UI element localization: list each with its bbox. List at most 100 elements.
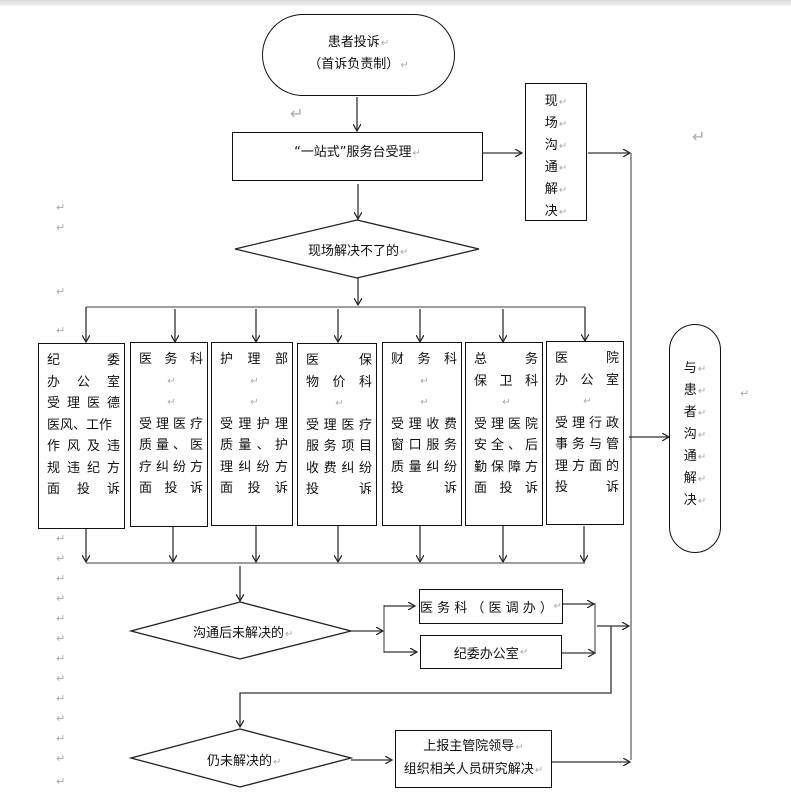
paragraph-mark: ↵	[290, 104, 304, 123]
dept-body-row: ↵	[502, 397, 511, 408]
onsite-char: 通↵	[544, 160, 568, 175]
dept-title-row: 医保	[306, 353, 372, 368]
dept-body-row: 理方面的	[555, 458, 619, 474]
reception-desk-node: “一站式”服务台受理↵	[232, 132, 483, 181]
end-char: 沟↵	[683, 427, 707, 442]
escalate-line2: 组织相关人员研究解决	[403, 762, 534, 777]
dept-body-row: 事务与管	[555, 437, 619, 452]
paragraph-mark: ↵	[56, 592, 66, 605]
discipline-office-node: 纪委办公室↵	[420, 635, 562, 669]
dept-title-row: 办公室	[47, 374, 120, 390]
dept-body-row: 医风、工作	[47, 417, 113, 433]
onsite-char: 决↵	[544, 204, 568, 219]
medical-office-label: 医 务 科 （ 医 调 办 ）	[420, 601, 553, 616]
dept-node-medical-affairs: 医务科 ↵ ↵ 受理医疗质量、医疗纠纷方面投诉	[130, 342, 208, 527]
paragraph-mark: ↵	[56, 712, 66, 725]
dept-node-hospital-office: 医院办公室 ↵ 受理行政事务与管理方面的投诉	[546, 341, 624, 525]
window-top-bar	[0, 0, 791, 6]
dept-node-general-security: 总务保卫科 ↵ 受理医院安全、后勤保障方面投诉	[465, 342, 543, 526]
paragraph-mark: ↵	[56, 552, 66, 565]
onsite-char: 现↵	[544, 94, 568, 109]
dept-body-row: 面投诉	[220, 481, 288, 496]
dept-body-row: 勤保障方	[474, 459, 538, 475]
paragraph-mark: ↵	[56, 632, 66, 645]
paragraph-mark: ↵	[56, 285, 66, 298]
dept-body-row: 收费纠纷	[306, 460, 372, 476]
onsite-char: 沟↵	[544, 138, 568, 153]
dept-body-row: ↵	[250, 397, 259, 408]
dept-title-row: 医院	[555, 351, 619, 366]
end-char: 者↵	[683, 405, 707, 420]
dept-body-row: 质量纠纷	[391, 459, 457, 475]
decision1-label: 现场解决不了的↵	[308, 244, 409, 259]
end-char: 通↵	[683, 449, 707, 464]
paragraph-mark: ↵	[56, 672, 66, 685]
end-node-communicate-with-patient: 与↵患↵者↵沟↵通↵解↵决↵	[669, 324, 721, 553]
dept-body-row: 受理护理	[220, 416, 288, 432]
dept-title-row: 保卫科	[474, 373, 538, 389]
dept-node-nursing-dept: 护理部↵↵受理护理质量、护理纠纷方面投诉	[211, 342, 293, 526]
paragraph-mark: ↵	[56, 652, 66, 665]
dept-body-row: ↵	[335, 398, 344, 409]
dept-node-finance: 财务科 ↵ ↵ 受理收费窗口服务质量纠纷投诉	[382, 342, 462, 526]
decision1-diamond	[234, 219, 480, 279]
dept-body-row: ↵	[167, 375, 176, 387]
dept-body-row: 质量、医	[139, 438, 203, 453]
escalate-to-leadership-node: 上报主管院领导↵ 组织相关人员研究解决↵	[395, 730, 552, 788]
onsite-resolution-node: 现↵ 场↵ 沟↵ 通↵ 解↵ 决↵	[525, 83, 587, 221]
decision3-diamond	[128, 728, 354, 788]
dept-body-row: 作风及违	[47, 439, 120, 454]
start-line2: （首诉负责制）	[308, 57, 400, 72]
paragraph-mark: ↵	[56, 201, 66, 214]
dept-title-row: 办公室	[555, 372, 619, 388]
paragraph-mark: ↵	[56, 572, 66, 585]
dept-title-row: 总务	[474, 352, 538, 367]
dept-body-row: 受理医疗	[139, 416, 203, 432]
escalate-line1: 上报主管院领导	[423, 739, 515, 754]
dept-body-row: 安全、后	[474, 438, 538, 453]
reception-label: “一站式”服务台受理	[294, 145, 412, 160]
dept-body-row: 理纠纷方	[220, 459, 288, 475]
decision2-diamond	[128, 601, 352, 660]
end-char: 与↵	[683, 361, 707, 376]
dept-body-row: ↵	[420, 375, 429, 387]
dept-body-row: 面投诉	[139, 481, 203, 496]
dept-body-row: 投诉	[306, 482, 372, 497]
dept-body-row: 投诉	[555, 480, 619, 495]
paragraph-mark: ↵	[56, 221, 66, 234]
dept-body-row: ↵	[167, 397, 176, 408]
dept-body-row: 受理医院	[474, 416, 538, 432]
dept-body-row: 疗纠纷方	[139, 459, 203, 475]
onsite-char: 解↵	[544, 182, 568, 197]
start-line1: 患者投诉	[327, 35, 380, 50]
dept-title-row: 财务科	[391, 352, 457, 367]
end-char: 患↵	[683, 383, 707, 398]
dept-title-row: 护理部	[220, 352, 288, 367]
dept-body-row: 投诉	[391, 481, 457, 496]
dept-body-row: 规违纪方	[47, 460, 120, 476]
dept-body-row: 窗口服务	[391, 438, 457, 453]
onsite-char: 场↵	[544, 116, 568, 131]
paragraph-mark: ↵	[56, 324, 66, 337]
dept-body-row: 面投诉	[474, 481, 538, 496]
paragraph-mark: ↵	[56, 612, 66, 625]
dept-body-row: ↵	[420, 397, 429, 408]
discipline-office-label: 纪委办公室	[453, 646, 519, 662]
decision3-label: 仍未解决的↵	[207, 754, 282, 769]
end-char: 解↵	[683, 471, 707, 486]
paragraph-mark: ↵	[56, 732, 66, 745]
paragraph-mark: ↵	[692, 127, 706, 146]
dept-body-row: 质量、护	[220, 438, 288, 453]
dept-body-row: 服务项目	[306, 439, 372, 454]
dept-body-row: 受理医疗	[306, 417, 372, 433]
dept-body-row: 受理医德	[47, 396, 120, 411]
dept-body-row: ↵	[583, 396, 592, 407]
dept-title-row: 医务科	[139, 352, 203, 367]
dept-node-discipline-committee: 纪委办公室受理医德医风、工作作风及违规违纪方面投诉	[38, 343, 125, 529]
dept-body-row: 受理行政	[555, 415, 619, 431]
paragraph-mark: ↵	[56, 692, 66, 705]
dept-body-row: 受理收费	[391, 416, 457, 432]
dept-body-row: 面投诉	[47, 482, 120, 497]
medical-affairs-mediation-node: 医 务 科 （ 医 调 办 ）↵	[419, 589, 563, 624]
paragraph-mark: ↵	[56, 532, 66, 545]
